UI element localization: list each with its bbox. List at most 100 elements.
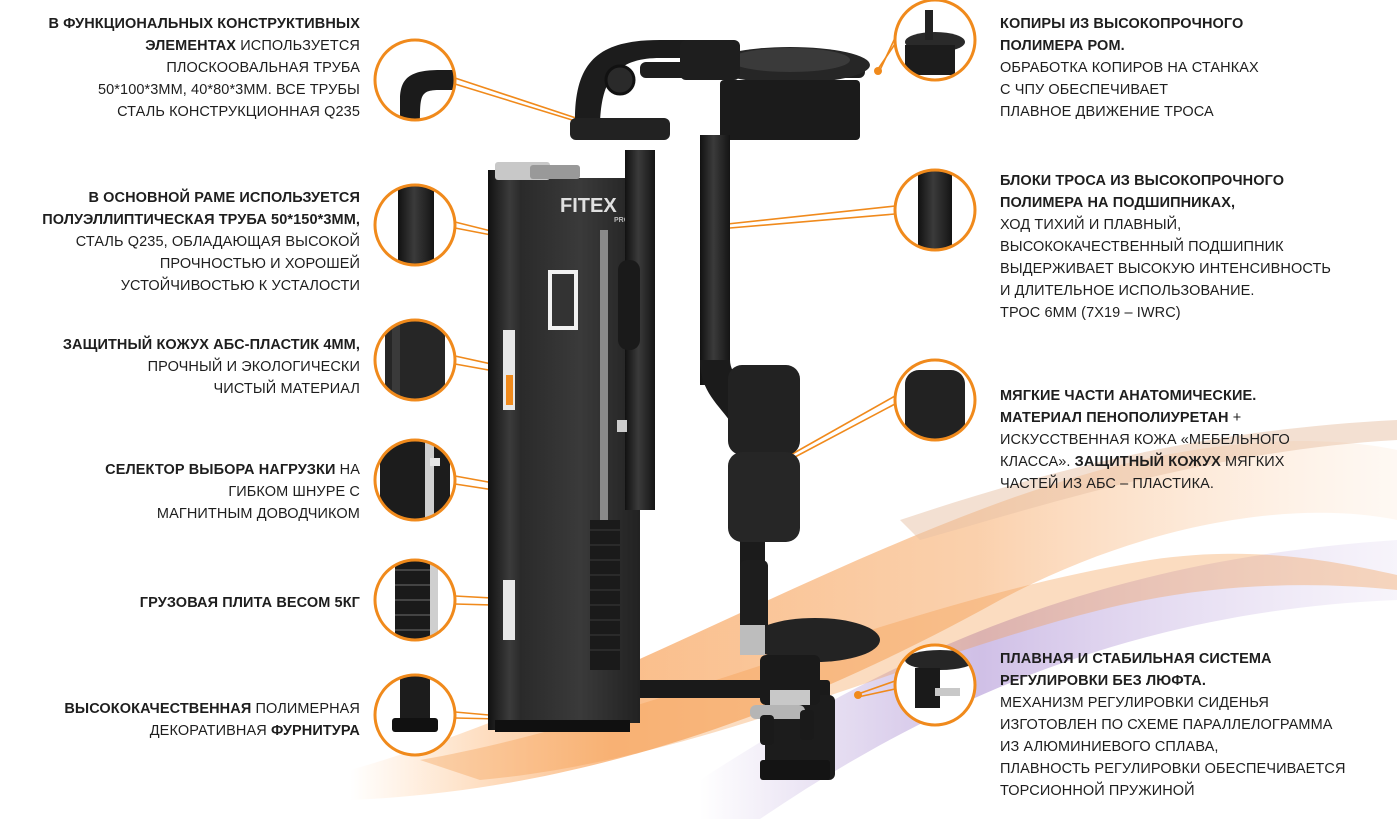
callout-line: ДЕКОРАТИВНАЯ ФУРНИТУРА [64, 720, 360, 742]
callout-line: 50*100*3ММ, 40*80*3ММ. ВСЕ ТРУБЫ [48, 79, 360, 101]
callout-text-bold: В ФУНКЦИОНАЛЬНЫХ КОНСТРУКТИВНЫХ [48, 16, 360, 32]
callout-text-bold: ПЛАВНАЯ И СТАБИЛЬНАЯ СИСТЕМА [1000, 651, 1272, 667]
callout-line: ВЫСОКОКАЧЕСТВЕННЫЙ ПОДШИПНИК [1000, 236, 1331, 258]
callout-text: СТАЛЬ КОНСТРУКЦИОННАЯ Q235 [117, 104, 360, 120]
callout-line: ПРОЧНЫЙ И ЭКОЛОГИЧЕСКИ [63, 356, 360, 378]
callout-text-bold: РЕГУЛИРОВКИ БЕЗ ЛЮФТА. [1000, 673, 1206, 689]
callout-line: ВЫСОКОКАЧЕСТВЕННАЯ ПОЛИМЕРНАЯ [64, 698, 360, 720]
callout-line: ОБРАБОТКА КОПИРОВ НА СТАНКАХ [1000, 57, 1259, 79]
callout-selector: СЕЛЕКТОР ВЫБОРА НАГРУЗКИ НА ГИБКОМ ШНУРЕ … [105, 459, 360, 525]
callout-text-bold: ГРУЗОВАЯ ПЛИТА ВЕСОМ 5КГ [139, 595, 360, 611]
callout-line: ЧИСТЫЙ МАТЕРИАЛ [63, 378, 360, 400]
exercise-machine: FITEX PRO [488, 40, 880, 780]
callout-text-bold: ЭЛЕМЕНТАХ [145, 38, 237, 54]
callout-text: ИЗГОТОВЛЕН ПО СХЕМЕ ПАРАЛЛЕЛОГРАММА [1000, 717, 1333, 733]
callout-text: НА [335, 462, 360, 478]
callout-text-bold: В ОСНОВНОЙ РАМЕ ИСПОЛЬЗУЕТСЯ [88, 190, 360, 206]
callout-text: ЧАСТЕЙ ИЗ АБС – ПЛАСТИКА. [1000, 476, 1215, 492]
callout-text: + [1228, 410, 1242, 426]
callout-line: С ЧПУ ОБЕСПЕЧИВАЕТ [1000, 79, 1259, 101]
callout-line: ПРОЧНОСТЬЮ И ХОРОШЕЙ [42, 253, 360, 275]
callout-text-bold: ЗАЩИТНЫЙ КОЖУХ АБС-ПЛАСТИК 4ММ, [62, 337, 360, 353]
callout-line: ХОД ТИХИЙ И ПЛАВНЫЙ, [1000, 214, 1331, 236]
callout-text: ГИБКОМ ШНУРЕ С [228, 484, 360, 500]
callout-text: ПРОЧНЫЙ И ЭКОЛОГИЧЕСКИ [147, 359, 360, 375]
callout-text-bold: СЕЛЕКТОР ВЫБОРА НАГРУЗКИ [105, 462, 336, 478]
callout-text-bold: ЗАЩИТНЫЙ КОЖУХ [1074, 454, 1221, 470]
callout-text: ПОЛИМЕРНАЯ [251, 701, 360, 717]
callout-frame-tube: В ФУНКЦИОНАЛЬНЫХ КОНСТРУКТИВНЫХ ЭЛЕМЕНТАХ… [48, 13, 360, 123]
callout-text: ПЛАВНОСТЬ РЕГУЛИРОВКИ ОБЕСПЕЧИВАЕТСЯ [1000, 761, 1346, 777]
callout-line: МАТЕРИАЛ ПЕНОПОЛИУРЕТАН + [1000, 407, 1290, 429]
detail-pads-circle [895, 360, 975, 440]
callout-pulleys: БЛОКИ ТРОСА ИЗ ВЫСОКОПРОЧНОГО ПОЛИМЕРА НА… [1000, 170, 1331, 324]
callout-pads: МЯГКИЕ ЧАСТИ АНАТОМИЧЕСКИЕ. МАТЕРИАЛ ПЕНО… [1000, 385, 1290, 495]
callout-line: ТРОС 6ММ (7Х19 – IWRC) [1000, 302, 1331, 324]
callout-text: ИСПОЛЬЗУЕТСЯ [236, 38, 360, 54]
callout-line: КЛАССА». ЗАЩИТНЫЙ КОЖУХ МЯГКИХ [1000, 451, 1290, 473]
callout-main-frame: В ОСНОВНОЙ РАМЕ ИСПОЛЬЗУЕТСЯ ПОЛУЭЛЛИПТИЧ… [42, 187, 360, 297]
callout-text-bold: МЯГКИЕ ЧАСТИ АНАТОМИЧЕСКИЕ. [1000, 388, 1257, 404]
detail-circles [373, 0, 977, 757]
callout-line: МЯГКИЕ ЧАСТИ АНАТОМИЧЕСКИЕ. [1000, 385, 1290, 407]
detail-cams-circle [895, 0, 975, 80]
callout-line: ПЛАВНОСТЬ РЕГУЛИРОВКИ ОБЕСПЕЧИВАЕТСЯ [1000, 758, 1346, 780]
callout-line: В ФУНКЦИОНАЛЬНЫХ КОНСТРУКТИВНЫХ [48, 13, 360, 35]
callout-text: ПЛОСКООВАЛЬНАЯ ТРУБА [166, 60, 360, 76]
callout-line: ЗАЩИТНЫЙ КОЖУХ АБС-ПЛАСТИК 4ММ, [63, 334, 360, 356]
callout-line: ЭЛЕМЕНТАХ ИСПОЛЬЗУЕТСЯ [48, 35, 360, 57]
detail-fittings-circle [375, 675, 455, 755]
callout-line: В ОСНОВНОЙ РАМЕ ИСПОЛЬЗУЕТСЯ [42, 187, 360, 209]
callout-line: МАГНИТНЫМ ДОВОДЧИКОМ [105, 503, 360, 525]
detail-main-frame-circle [375, 185, 455, 265]
callout-line: ПЛАВНОЕ ДВИЖЕНИЕ ТРОСА [1000, 101, 1259, 123]
callout-line: СЕЛЕКТОР ВЫБОРА НАГРУЗКИ НА [105, 459, 360, 481]
callout-line: МЕХАНИЗМ РЕГУЛИРОВКИ СИДЕНЬЯ [1000, 692, 1346, 714]
callout-text: ВЫСОКОКАЧЕСТВЕННЫЙ ПОДШИПНИК [1000, 239, 1284, 255]
callout-text-bold: МАТЕРИАЛ ПЕНОПОЛИУРЕТАН [1000, 410, 1229, 426]
callout-text: КЛАССА». [1000, 454, 1075, 470]
callout-line: СТАЛЬ Q235, ОБЛАДАЮЩАЯ ВЫСОКОЙ [42, 231, 360, 253]
callout-text: И ДЛИТЕЛЬНОЕ ИСПОЛЬЗОВАНИЕ. [1000, 283, 1255, 299]
callout-line: ПОЛИМЕРА РОМ. [1000, 35, 1259, 57]
callout-line: ПОЛИМЕРА НА ПОДШИПНИКАХ, [1000, 192, 1331, 214]
callout-line: ПОЛУЭЛЛИПТИЧЕСКАЯ ТРУБА 50*150*3ММ, [42, 209, 360, 231]
callout-text: ПРОЧНОСТЬЮ И ХОРОШЕЙ [159, 256, 360, 272]
callout-text: С ЧПУ ОБЕСПЕЧИВАЕТ [1000, 82, 1169, 98]
callout-text-bold: ПОЛИМЕРА РОМ. [1000, 38, 1125, 54]
callout-text: ТОРСИОННОЙ ПРУЖИНОЙ [1000, 783, 1195, 799]
callout-line: КОПИРЫ ИЗ ВЫСОКОПРОЧНОГО [1000, 13, 1259, 35]
callout-line: ИЗ АЛЮМИНИЕВОГО СПЛАВА, [1000, 736, 1346, 758]
callout-text: ТРОС 6ММ (7Х19 – IWRC) [1000, 305, 1181, 321]
callout-text: ХОД ТИХИЙ И ПЛАВНЫЙ, [1000, 217, 1182, 233]
brand-logo: FITEX [560, 195, 617, 217]
callout-text: ВЫДЕРЖИВАЕТ ВЫСОКУЮ ИНТЕНСИВНОСТЬ [1000, 261, 1332, 277]
callout-text: ИСКУССТВЕННАЯ КОЖА «МЕБЕЛЬНОГО [1000, 432, 1290, 448]
callout-text: МЯГКИХ [1220, 454, 1285, 470]
callout-text: СТАЛЬ Q235, ОБЛАДАЮЩАЯ ВЫСОКОЙ [75, 234, 360, 250]
detail-seat-adjust-circle [895, 645, 975, 725]
detail-weight-plate-circle [375, 560, 455, 640]
callout-shroud: ЗАЩИТНЫЙ КОЖУХ АБС-ПЛАСТИК 4ММ, ПРОЧНЫЙ И… [63, 334, 360, 400]
callout-text: ЧИСТЫЙ МАТЕРИАЛ [213, 381, 360, 397]
callout-text: ПЛАВНОЕ ДВИЖЕНИЕ ТРОСА [1000, 104, 1214, 120]
callout-line: ИСКУССТВЕННАЯ КОЖА «МЕБЕЛЬНОГО [1000, 429, 1290, 451]
callout-text-bold: ФУРНИТУРА [270, 723, 360, 739]
callout-line: ГРУЗОВАЯ ПЛИТА ВЕСОМ 5КГ [140, 592, 360, 614]
callout-line: БЛОКИ ТРОСА ИЗ ВЫСОКОПРОЧНОГО [1000, 170, 1331, 192]
callout-line: УСТОЙЧИВОСТЬЮ К УСТАЛОСТИ [42, 275, 360, 297]
detail-selector-circle [375, 440, 455, 520]
callout-weight-plate: ГРУЗОВАЯ ПЛИТА ВЕСОМ 5КГ [140, 592, 360, 614]
callout-text-bold: ВЫСОКОКАЧЕСТВЕННАЯ [64, 701, 252, 717]
callout-text-bold: КОПИРЫ ИЗ ВЫСОКОПРОЧНОГО [1000, 16, 1244, 32]
callout-line: СТАЛЬ КОНСТРУКЦИОННАЯ Q235 [48, 101, 360, 123]
callout-line: ИЗГОТОВЛЕН ПО СХЕМЕ ПАРАЛЛЕЛОГРАММА [1000, 714, 1346, 736]
callout-text: 50*100*3ММ, 40*80*3ММ. ВСЕ ТРУБЫ [97, 82, 360, 98]
callout-line: ПЛАВНАЯ И СТАБИЛЬНАЯ СИСТЕМА [1000, 648, 1346, 670]
detail-pulleys-circle [895, 170, 975, 250]
callout-text-bold: ПОЛИМЕРА НА ПОДШИПНИКАХ, [1000, 195, 1236, 211]
callout-line: ТОРСИОННОЙ ПРУЖИНОЙ [1000, 780, 1346, 802]
callout-line: И ДЛИТЕЛЬНОЕ ИСПОЛЬЗОВАНИЕ. [1000, 280, 1331, 302]
